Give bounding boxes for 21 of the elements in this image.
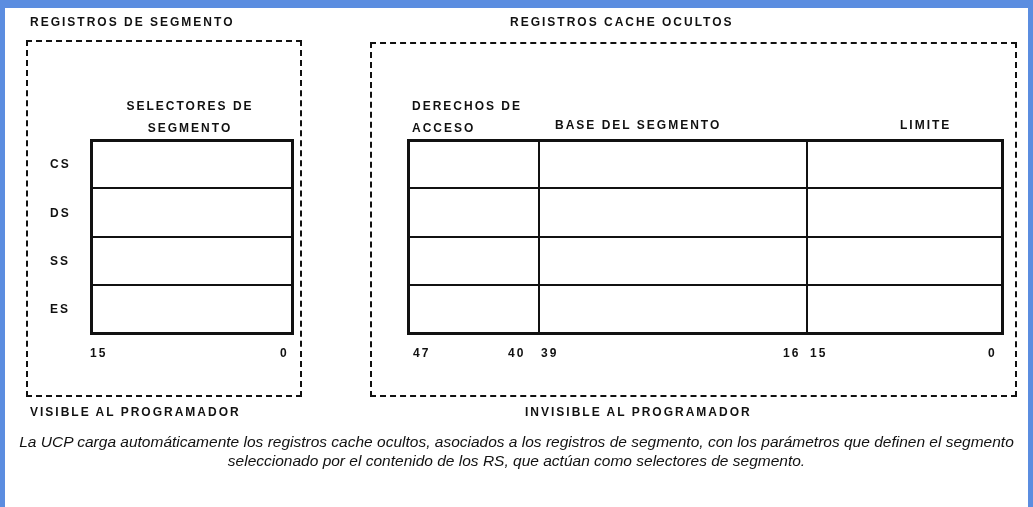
bit-number: 15 <box>810 345 828 361</box>
bit-number: 40 <box>508 345 526 361</box>
register-name: DS <box>50 205 71 221</box>
column-heading: BASE DEL SEGMENTO <box>555 117 722 133</box>
register-name: SS <box>50 253 70 269</box>
caption: La UCP carga automáticamente los registros cache ocultos, asociados a los registros de segmento, con los parámetros que definen el segmento seleccionado por el contenido de los RS, que actúan como selectores de segmento. <box>18 432 1015 470</box>
bit-number: 16 <box>783 345 801 361</box>
bit-number: 15 <box>90 345 108 361</box>
bit-number: 0 <box>280 345 289 361</box>
bit-number: 39 <box>541 345 559 361</box>
group-heading: REGISTROS DE SEGMENTO <box>30 14 235 30</box>
bit-number: 0 <box>988 345 997 361</box>
group-footer: INVISIBLE AL PROGRAMADOR <box>525 404 752 420</box>
bit-number: 47 <box>413 345 431 361</box>
group-footer: VISIBLE AL PROGRAMADOR <box>30 404 241 420</box>
column-heading: SELECTORES DE SEGMENTO <box>125 98 255 137</box>
register-name: CS <box>50 156 71 172</box>
column-heading: DERECHOS DE ACCESO <box>412 98 523 137</box>
column-heading: LIMITE <box>900 117 952 133</box>
group-heading: REGISTROS CACHE OCULTOS <box>510 14 734 30</box>
register-name: ES <box>50 301 70 317</box>
